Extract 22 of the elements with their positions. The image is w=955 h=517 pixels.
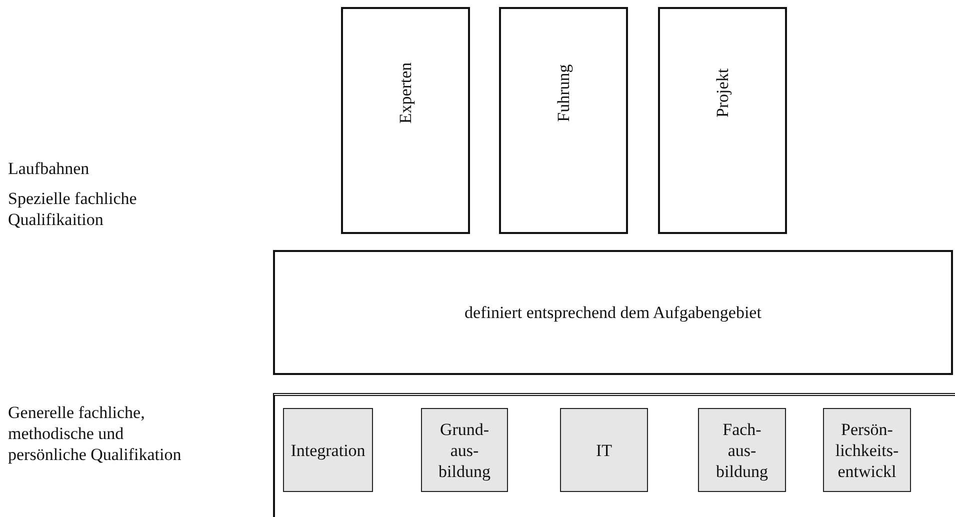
module-label: Persön- lichkeits- entwickl <box>835 418 899 482</box>
career-label: Fuhrung <box>554 64 574 122</box>
qualification-text: definiert entsprechend dem Aufgabengebiet <box>464 302 762 323</box>
module-box <box>698 408 786 492</box>
qualification-frame <box>273 393 955 517</box>
career-box <box>341 7 470 234</box>
qualification-box <box>273 250 953 375</box>
career-label: Experten <box>396 62 416 124</box>
module-label: IT <box>596 440 612 460</box>
module-box <box>421 408 508 492</box>
career-box <box>499 7 628 234</box>
career-box <box>658 7 787 234</box>
module-box <box>560 408 648 492</box>
module-label: Integration <box>290 440 366 460</box>
row-label: Generelle fachliche, methodische und persönliche Qualifikation <box>8 402 182 465</box>
module-label: Fach- aus- bildung <box>716 418 768 482</box>
module-box <box>283 408 373 492</box>
career-label: Projekt <box>712 68 732 118</box>
module-label: Grund- aus- bildung <box>438 418 490 482</box>
row-label: Spezielle fachliche Qualifikaition <box>8 188 138 230</box>
row-label: Laufbahnen <box>8 158 90 179</box>
module-box <box>823 408 911 492</box>
